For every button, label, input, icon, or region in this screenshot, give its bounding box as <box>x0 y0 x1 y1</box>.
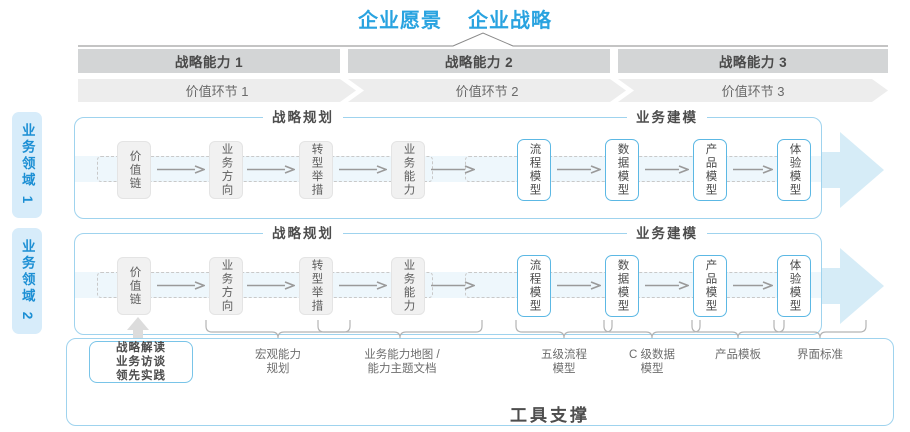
node-label: 业务能力 <box>402 143 415 197</box>
tool-caption-process-model: 五级流程 模型 <box>541 349 587 375</box>
connector-arrow <box>557 165 601 174</box>
node-process-model-2[interactable]: 流程模型 <box>517 255 551 317</box>
brace-capability-map <box>317 320 483 341</box>
node-product-model-1[interactable]: 产品模型 <box>693 139 727 201</box>
tool-support-title: 工具支撑 <box>510 406 590 425</box>
node-data-model-2[interactable]: 数据模型 <box>605 255 639 317</box>
tool-caption-ui-standard: 界面标准 <box>797 349 843 361</box>
capability-bar-1[interactable]: 战略能力 1 <box>78 49 340 73</box>
section-caption-modeling-2: 业务建模 <box>627 227 707 241</box>
connector-arrow <box>247 165 295 174</box>
value-link-2[interactable]: 价值环节 2 <box>348 79 626 102</box>
node-label: 价值链 <box>128 265 141 307</box>
caret-connector <box>78 32 888 47</box>
section-caption-planning-1: 战略规划 <box>263 111 343 125</box>
node-business-capability-1[interactable]: 业务能力 <box>391 141 425 199</box>
node-label: 数据模型 <box>616 259 629 313</box>
node-label: 转型举措 <box>310 143 323 197</box>
node-data-model-1[interactable]: 数据模型 <box>605 139 639 201</box>
tool-support-box <box>66 338 894 426</box>
node-label: 产品模型 <box>704 259 717 313</box>
connector-arrow <box>339 281 387 290</box>
source-up-arrow <box>127 317 149 345</box>
flow-arrow-row-2 <box>778 248 884 324</box>
node-label: 数据模型 <box>616 143 629 197</box>
tool-caption-macro-capability: 宏观能力 规划 <box>255 349 301 375</box>
node-label: 价值链 <box>128 149 141 191</box>
capability-bar-3[interactable]: 战略能力 3 <box>618 49 888 73</box>
node-business-capability-2[interactable]: 业务能力 <box>391 257 425 315</box>
connector-arrow <box>431 165 475 174</box>
node-label: 业务方向 <box>220 143 233 197</box>
domain-row-2: 战略规划 业务建模 价值链 业务方向 转型举措 业务能力 流程模型 数据模型 产… <box>74 227 822 335</box>
node-label: 体验模型 <box>788 143 801 197</box>
node-process-model-1[interactable]: 流程模型 <box>517 139 551 201</box>
connector-arrow <box>645 281 689 290</box>
brace-ui-standard <box>773 320 867 341</box>
title-enterprise-vision: 企业愿景 <box>358 10 442 32</box>
node-business-direction-1[interactable]: 业务方向 <box>209 141 243 199</box>
node-label: 转型举措 <box>310 259 323 313</box>
node-experience-model-1[interactable]: 体验模型 <box>777 139 811 201</box>
source-methods-box[interactable]: 战略解读 业务访谈 领先实践 <box>89 341 193 383</box>
section-caption-modeling-1: 业务建模 <box>627 111 707 125</box>
node-experience-model-2[interactable]: 体验模型 <box>777 255 811 317</box>
node-business-direction-2[interactable]: 业务方向 <box>209 257 243 315</box>
connector-arrow <box>733 165 773 174</box>
value-link-3[interactable]: 价值环节 3 <box>618 79 888 102</box>
node-label: 体验模型 <box>788 259 801 313</box>
page-title: 企业愿景 企业战略 <box>0 4 910 33</box>
title-enterprise-strategy: 企业战略 <box>468 10 552 32</box>
node-label: 业务方向 <box>220 259 233 313</box>
node-value-chain-2[interactable]: 价值链 <box>117 257 151 315</box>
node-product-model-2[interactable]: 产品模型 <box>693 255 727 317</box>
connector-arrow <box>157 281 205 290</box>
node-value-chain-1[interactable]: 价值链 <box>117 141 151 199</box>
node-label: 流程模型 <box>528 143 541 197</box>
node-label: 产品模型 <box>704 143 717 197</box>
connector-arrow <box>733 281 773 290</box>
value-link-1[interactable]: 价值环节 1 <box>78 79 356 102</box>
node-transformation-1[interactable]: 转型举措 <box>299 141 333 199</box>
connector-arrow <box>157 165 205 174</box>
tool-caption-product-template: 产品模板 <box>715 349 761 361</box>
node-transformation-2[interactable]: 转型举措 <box>299 257 333 315</box>
tool-caption-capability-map: 业务能力地图 / 能力主题文档 <box>364 349 440 375</box>
domain-tab-2[interactable]: 业务领域 2 <box>12 228 42 334</box>
tool-caption-data-model: C 级数据 模型 <box>629 349 675 375</box>
connector-arrow <box>247 281 295 290</box>
node-label: 流程模型 <box>528 259 541 313</box>
domain-row-1: 战略规划 业务建模 价值链 业务方向 转型举措 业务能力 流程模型 数据模型 产… <box>74 111 822 219</box>
domain-tab-1[interactable]: 业务领域 1 <box>12 112 42 218</box>
connector-arrow <box>431 281 475 290</box>
connector-arrow <box>339 165 387 174</box>
flow-arrow-row-1 <box>778 132 884 208</box>
connector-arrow <box>557 281 601 290</box>
section-caption-planning-2: 战略规划 <box>263 227 343 241</box>
capability-bar-2[interactable]: 战略能力 2 <box>348 49 610 73</box>
connector-arrow <box>645 165 689 174</box>
node-label: 业务能力 <box>402 259 415 313</box>
